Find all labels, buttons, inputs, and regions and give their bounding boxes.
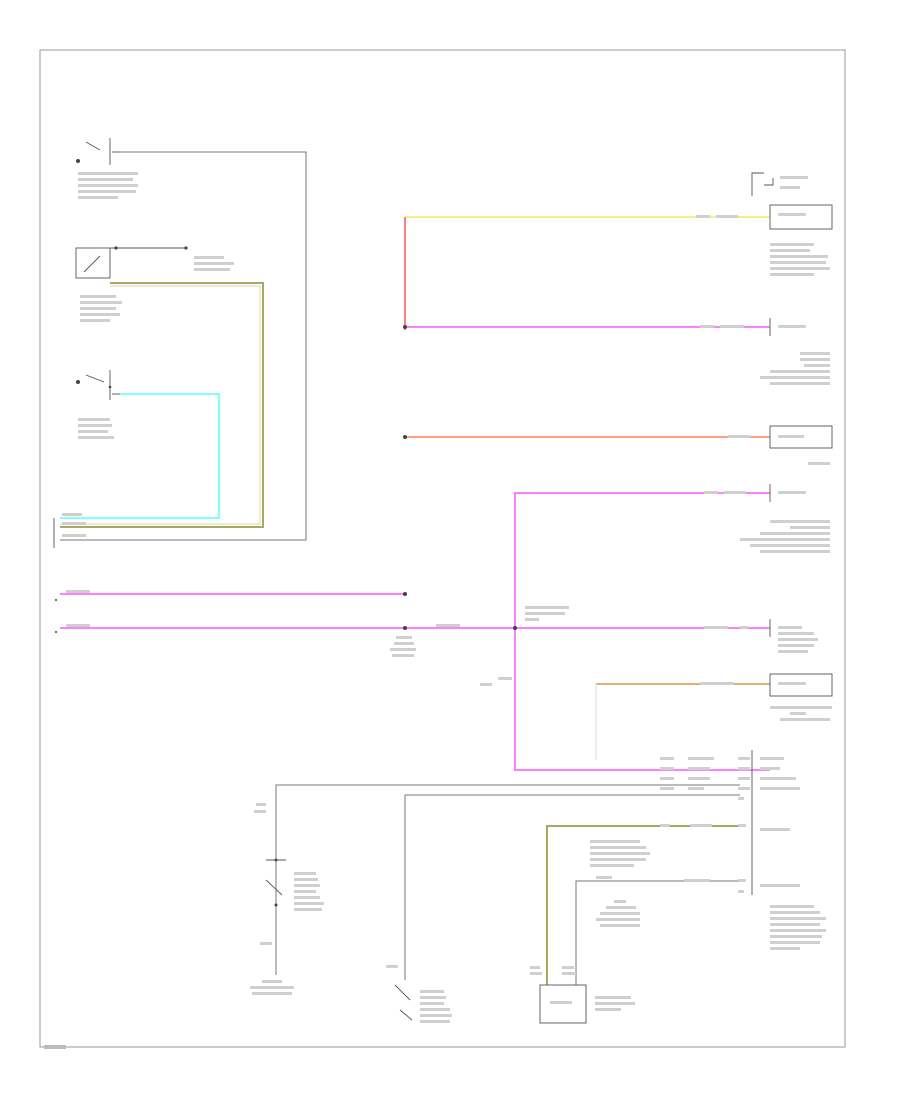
footer-code-mark — [44, 1045, 66, 1049]
top-right-relay — [751, 172, 808, 196]
module-connector-5 — [704, 619, 818, 653]
bottom-right-module-label — [770, 905, 826, 950]
switch-component-top-left — [76, 138, 120, 165]
sensor-component — [530, 966, 635, 1024]
splice-dot — [403, 325, 407, 329]
left-pink-labels — [55, 590, 460, 633]
left-module-outline — [60, 151, 307, 541]
wire-olive — [60, 282, 264, 528]
module-4-label — [740, 520, 830, 553]
bottom-right-wire-labels — [660, 824, 800, 893]
wire-olive-shade — [60, 285, 261, 525]
module-1-label — [770, 243, 830, 276]
wire-pink-trunk — [514, 492, 770, 771]
splice-dot-p1 — [403, 592, 407, 596]
splice-dot-salmon — [403, 435, 407, 439]
left-connector-stub — [53, 513, 86, 548]
wire-black-3 — [575, 880, 740, 985]
sensor-labels — [590, 840, 650, 927]
module-connector-3 — [728, 425, 833, 465]
module-connector-1 — [696, 204, 833, 230]
cyan-wire-switch — [76, 370, 120, 400]
pressure-switch — [386, 965, 452, 1023]
bottom-connector-block — [660, 750, 800, 895]
wire-cyan — [60, 393, 220, 519]
seat-belt-switch-label — [80, 256, 234, 322]
wire-black-1 — [275, 784, 740, 975]
module-connector-6 — [700, 673, 833, 721]
diagram-border — [39, 49, 846, 1048]
wire-olive-lower — [546, 825, 740, 985]
cyan-wire-switch-label — [78, 418, 114, 439]
switch-top-left-label — [78, 172, 138, 199]
splice-label-center — [390, 636, 416, 657]
splice-dot-p2 — [403, 626, 407, 630]
seat-belt-switch — [75, 246, 188, 279]
wire-black-2 — [404, 794, 740, 980]
data-link-connector-label — [480, 606, 569, 686]
splice-dot-p3 — [513, 626, 517, 630]
left-bottom-component — [250, 803, 324, 995]
module-2-label — [760, 352, 830, 385]
module-connector-4 — [704, 484, 806, 502]
module-connector-2 — [700, 318, 806, 336]
